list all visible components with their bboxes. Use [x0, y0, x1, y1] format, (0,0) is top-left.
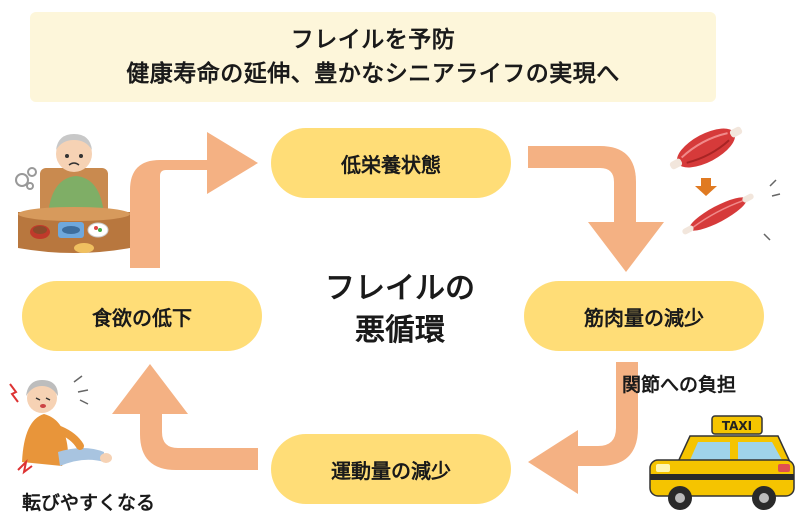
node-less-exercise: 運動量の減少: [271, 434, 511, 504]
node-undernutrition: 低栄養状態: [271, 128, 511, 198]
caption-easy-to-fall: 転びやすくなる: [22, 492, 156, 514]
banner-line-2: 健康寿命の延伸、豊かなシニアライフの実現へ: [126, 61, 620, 87]
goal-banner: フレイルを予防 健康寿命の延伸、豊かなシニアライフの実現へ: [30, 12, 716, 102]
arrow-left-to-top: [130, 132, 258, 268]
arrow-right-to-bottom: [528, 362, 638, 494]
shrink-arrow-icon: [695, 178, 717, 196]
arrow-bottom-to-left: [112, 364, 258, 470]
caption-joint-burden: 関節への負担: [622, 374, 737, 396]
node-appetite-loss: 食欲の低下: [22, 281, 262, 351]
arrow-top-to-right: [528, 146, 664, 272]
banner-line-1: フレイルを予防: [290, 27, 456, 53]
center-title: フレイルの 悪循環: [300, 268, 500, 352]
taxi-sign-text: TAXI: [722, 419, 752, 433]
center-title-line-1: フレイルの: [325, 271, 475, 306]
node-muscle-loss: 筋肉量の減少: [524, 281, 764, 351]
center-title-line-2: 悪循環: [355, 313, 445, 348]
